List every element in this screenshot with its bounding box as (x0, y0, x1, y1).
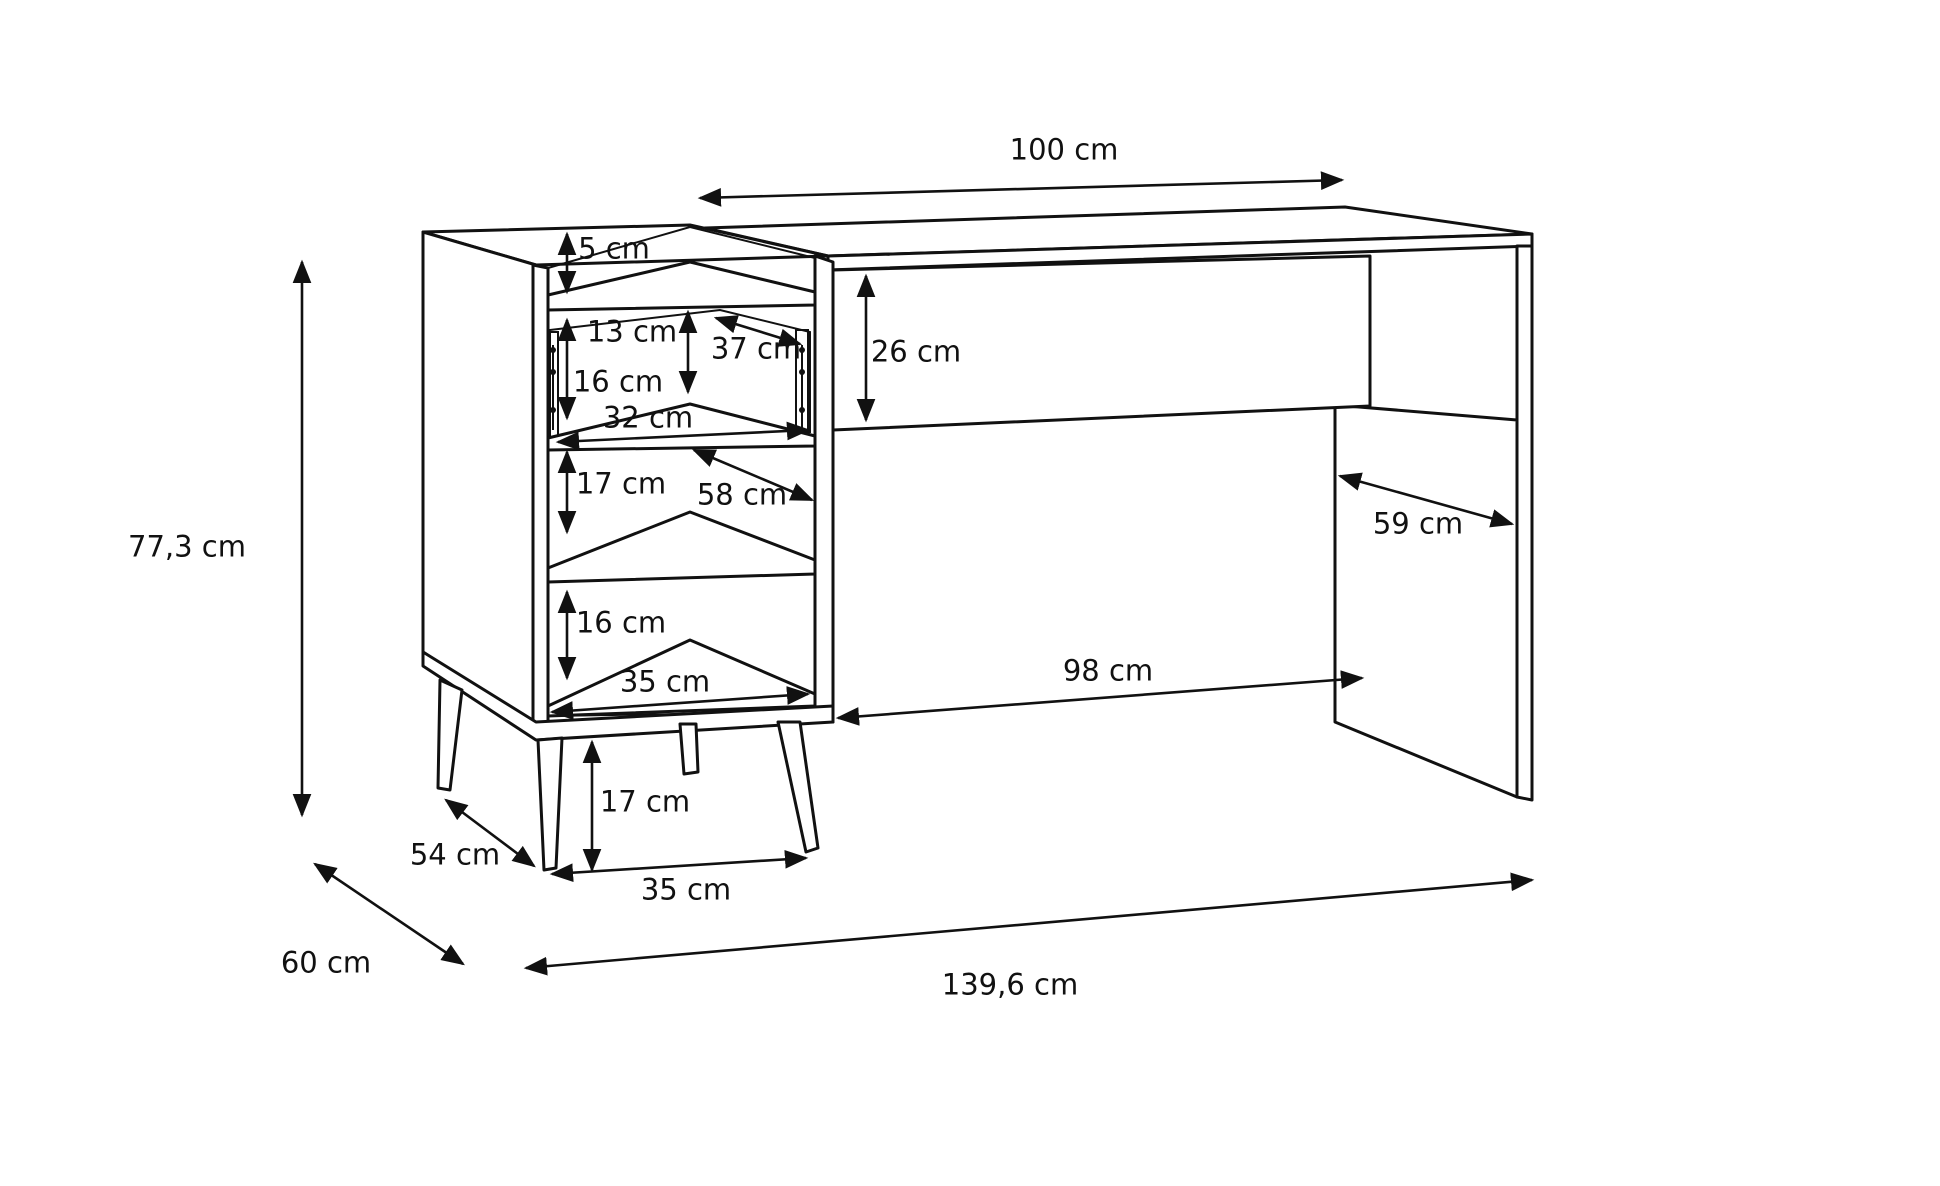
desk-body (703, 205, 1534, 802)
leg-back-right (678, 722, 700, 776)
label-shelf-height-17: 17 cm (575, 466, 667, 501)
dim-line-leg-width-35 (549, 849, 809, 883)
dim-line-leg-depth-54 (444, 798, 536, 868)
cabinet-shelf-1 (546, 260, 817, 312)
dim-line-desk-depth (1337, 472, 1515, 528)
dim-line-total-depth (313, 862, 465, 966)
label-cabinet-depth-58: 58 cm (696, 477, 788, 512)
label-leg-width-35: 35 cm (640, 872, 732, 907)
dim-line-cabinet-depth-58 (691, 448, 815, 502)
desk-right-leg-inner-face (1333, 403, 1519, 799)
label-drawer-depth-37: 37 cm (710, 331, 802, 366)
dim-line-knee-width (835, 670, 1365, 726)
cabinet-right-side (813, 254, 835, 724)
cabinet-legs (436, 678, 820, 872)
dim-line-top-width (697, 171, 1345, 207)
label-apron-height: 26 cm (870, 334, 962, 369)
cabinet-shelf-3 (546, 510, 817, 584)
desk-right-leg-panel (1515, 244, 1534, 802)
label-leg-height: 17 cm (599, 784, 691, 819)
label-knee-width-98: 98 cm (1062, 653, 1154, 688)
leg-front-right (776, 720, 820, 854)
label-inner-width-35: 35 cm (619, 664, 711, 699)
label-cabinet-top-gap: 5 cm (578, 231, 650, 266)
label-drawer-height-16: 16 cm (572, 364, 664, 399)
dim-line-inner-width-35 (549, 686, 811, 720)
label-drawer-width-32: 32 cm (602, 400, 694, 435)
label-desk-depth-59: 59 cm (1372, 506, 1464, 541)
label-total-height: 77,3 cm (128, 529, 246, 564)
cabinet-left-side (421, 230, 538, 730)
dim-line-total-width (523, 872, 1535, 976)
label-total-width: 139,6 cm (941, 967, 1079, 1002)
leg-front-left (536, 736, 564, 872)
dim-line-drawer-width-32 (555, 421, 811, 451)
dim-line-drawer-depth-37 (713, 315, 803, 347)
cabinet-left-stile (531, 263, 550, 726)
leg-back-left (436, 678, 464, 792)
dimension-lines (292, 171, 1535, 976)
label-total-depth: 60 cm (280, 945, 372, 980)
label-drawer-height-13: 13 cm (586, 314, 678, 349)
label-top-width: 100 cm (1009, 132, 1119, 167)
label-shelf-height-16: 16 cm (575, 605, 667, 640)
label-leg-depth-54: 54 cm (409, 837, 501, 872)
